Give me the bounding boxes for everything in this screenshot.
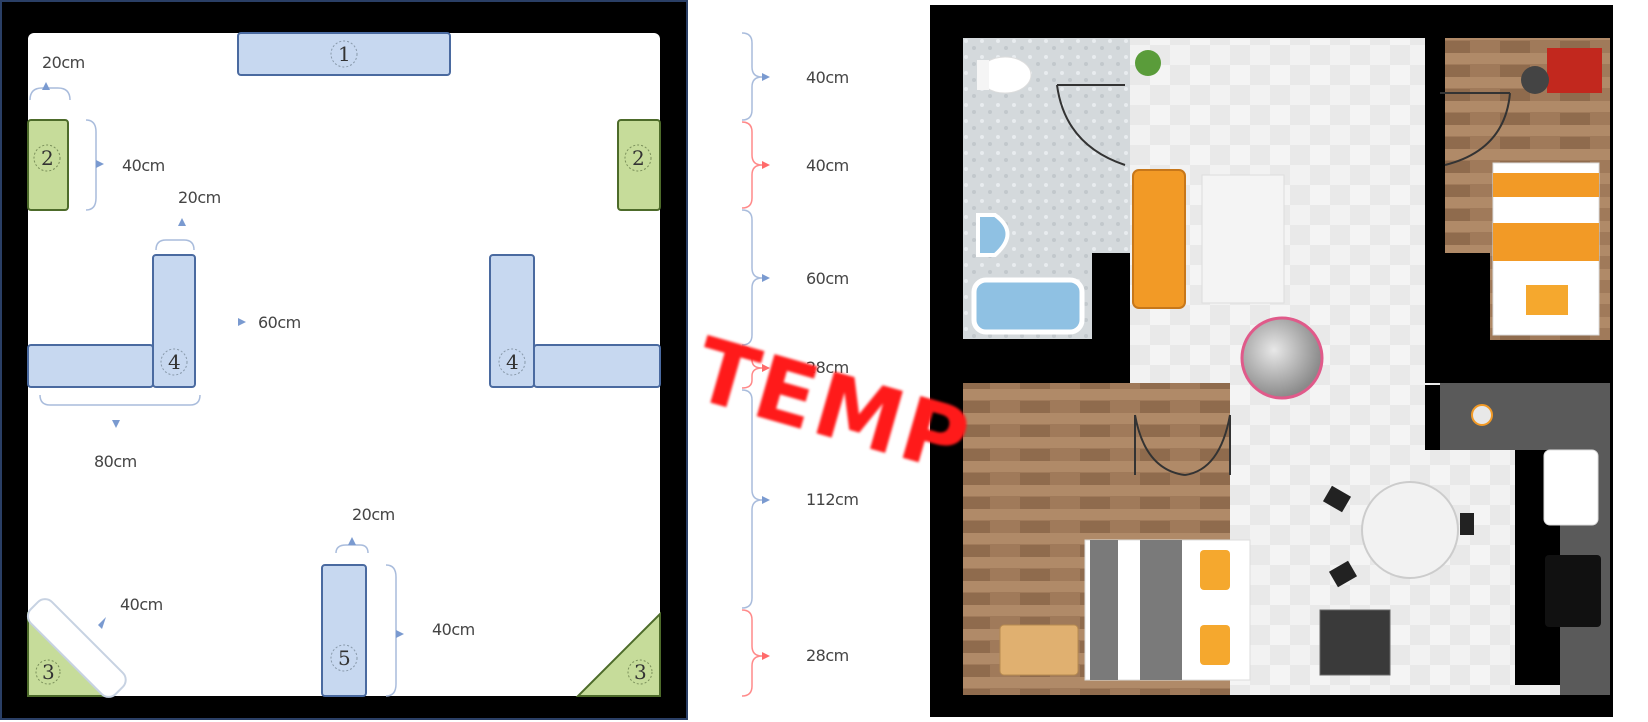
bed-blanket-1 [1090,540,1118,680]
sink [976,213,1010,257]
tv-cabinet [1319,609,1391,676]
dim-top-left-gap: 20cm [42,53,85,72]
left-floor-plan: 1 2 2 4 4 3 3 5 20cm 40cm 20cm 60cm 80cm… [0,0,690,722]
piece-4-right-circle [498,348,526,376]
piece-3-left-number: 3 [42,660,55,684]
piece-2-right-number: 2 [632,146,645,170]
piece-4-left-number: 4 [168,350,181,374]
piece-3-ghost [26,598,127,698]
kitchen-sink [1543,449,1599,526]
right-plan-drawing [930,5,1613,717]
piece-3-left-circle [35,659,61,685]
dining-chair-3 [1460,513,1474,535]
piece-5-circle [330,644,358,672]
dimension-arrows [42,82,404,638]
coffee-table [1201,174,1285,304]
desk-chair [1521,66,1549,94]
dim-piece4-below: 80cm [94,452,137,471]
pouf [1240,316,1324,400]
bed-pillow-1 [1200,550,1230,590]
stove [1545,555,1601,627]
piece-1-shape [237,32,451,76]
piece-2-left-number: 2 [41,146,54,170]
piece-5-shape [321,564,367,697]
dresser [999,624,1079,676]
big-bedroom-door [1134,414,1231,476]
piece-4-right-vertical [489,254,535,388]
vertical-scale: 40cm 40cm 60cm 28cm 112cm 28cm [740,0,890,722]
scale-seg-2: 40cm [806,156,849,175]
piece-5-number: 5 [338,646,351,670]
bathroom-door-swing [1056,84,1126,166]
piece-4-right-horizontal [533,344,661,388]
dim-piece4-gap: 20cm [178,188,221,207]
piece-1-circle [330,40,358,68]
dim-piece4-height: 60cm [258,313,301,332]
dim-piece3-length: 40cm [120,595,163,614]
dining-chair-2 [1328,560,1358,588]
desk [1547,48,1602,93]
piece-2-left-shape [27,119,69,211]
piece-3-right-shape [575,611,661,697]
bed-pillow-2 [1200,625,1230,665]
single-bed-pillow [1526,285,1568,315]
dim-piece5-gap: 20cm [352,505,395,524]
piece-1-number: 1 [338,42,351,66]
plant [1135,50,1161,76]
piece-2-left-circle [33,144,61,172]
bed-stripe-1 [1493,173,1599,197]
dim-piece2-height: 40cm [122,156,165,175]
dining-table [1361,481,1459,579]
plan-floor [28,33,660,696]
right-floor-plan [930,5,1613,717]
dim-piece5-height: 40cm [432,620,475,639]
scale-seg-5: 112cm [806,490,859,509]
scale-seg-3: 60cm [806,269,849,288]
piece-3-right-number: 3 [634,660,647,684]
bathtub [971,277,1085,335]
piece-3-right-circle [627,659,653,685]
left-plan-drawing [0,0,688,720]
bed-blanket-2 [1140,540,1182,680]
kitchen-light [1471,404,1493,426]
scale-seg-1: 40cm [806,68,849,87]
bed-stripe-2 [1493,223,1599,261]
bathroom-floor [963,38,1130,339]
sofa [1132,169,1186,309]
toilet-tank [977,60,989,90]
piece-2-right-circle [624,144,652,172]
vertical-scale-brackets [741,32,770,697]
piece-2-right-shape [617,119,661,211]
piece-4-left-circle [160,348,188,376]
piece-4-left-horizontal [27,344,154,388]
dining-chair-1 [1322,485,1352,513]
scale-seg-6: 28cm [806,646,849,665]
small-bedroom-door [1440,92,1511,166]
piece-4-right-number: 4 [506,350,519,374]
scale-seg-4: 28cm [806,358,849,377]
